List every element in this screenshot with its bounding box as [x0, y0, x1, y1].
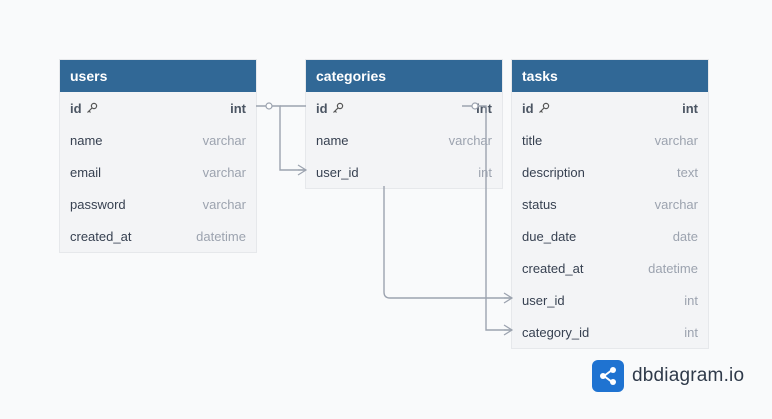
- field-row-id[interactable]: id int: [60, 92, 256, 124]
- field-name-wrap: category_id: [522, 325, 589, 340]
- field-name-wrap: name: [316, 133, 349, 148]
- field-name: email: [70, 164, 102, 180]
- relation-many-end: [503, 324, 514, 336]
- field-name: id: [522, 100, 534, 116]
- field-name: created_at: [522, 260, 584, 276]
- field-name: id: [70, 100, 82, 116]
- share-icon: [592, 360, 624, 392]
- field-row-id[interactable]: id int: [512, 92, 708, 124]
- field-type: varchar: [202, 196, 246, 212]
- field-name: name: [70, 132, 103, 148]
- field-name-wrap: status: [522, 197, 557, 212]
- field-type: varchar: [202, 164, 246, 180]
- field-name: category_id: [522, 324, 590, 340]
- relation-users-categories: [256, 105, 306, 171]
- field-name-wrap: name: [70, 133, 103, 148]
- field-name: password: [70, 196, 126, 212]
- field-type: int: [682, 100, 698, 116]
- field-type: int: [684, 324, 698, 340]
- field-type: int: [684, 292, 698, 308]
- field-name-wrap: id: [316, 101, 344, 116]
- field-row-user_id[interactable]: user_id int: [306, 156, 502, 188]
- field-name: status: [522, 196, 557, 212]
- field-type: int: [476, 100, 492, 116]
- field-type: varchar: [654, 132, 698, 148]
- relation-users-tasks: [383, 186, 512, 299]
- field-row-created_at[interactable]: created_at datetime: [60, 220, 256, 252]
- field-name: name: [316, 132, 349, 148]
- table-header[interactable]: categories: [306, 60, 502, 92]
- field-name-wrap: email: [70, 165, 101, 180]
- key-icon: [86, 102, 98, 114]
- field-name: title: [522, 132, 543, 148]
- field-type: datetime: [648, 260, 698, 276]
- field-name-wrap: due_date: [522, 229, 576, 244]
- field-name: user_id: [522, 292, 565, 308]
- field-name-wrap: title: [522, 133, 542, 148]
- field-row-title[interactable]: title varchar: [512, 124, 708, 156]
- table-categories[interactable]: categories id int name varchar user_id int: [306, 60, 502, 188]
- field-type: date: [672, 228, 698, 244]
- field-row-user_id[interactable]: user_id int: [512, 284, 708, 316]
- brand-text: dbdiagram.io: [632, 365, 745, 386]
- brand-watermark[interactable]: dbdiagram.io: [592, 360, 744, 392]
- field-row-created_at[interactable]: created_at datetime: [512, 252, 708, 284]
- field-name-wrap: user_id: [522, 293, 565, 308]
- field-type: datetime: [196, 228, 246, 244]
- table-tasks[interactable]: tasks id int title varchar description text st…: [512, 60, 708, 348]
- field-type: text: [677, 164, 698, 180]
- field-name-wrap: user_id: [316, 165, 359, 180]
- field-type: int: [478, 164, 492, 180]
- relation-many-end: [297, 164, 308, 176]
- field-name: created_at: [70, 228, 132, 244]
- field-row-due_date[interactable]: due_date date: [512, 220, 708, 252]
- table-header[interactable]: tasks: [512, 60, 708, 92]
- field-name-wrap: created_at: [522, 261, 583, 276]
- field-row-name[interactable]: name varchar: [60, 124, 256, 156]
- field-row-description[interactable]: description text: [512, 156, 708, 188]
- field-name-wrap: description: [522, 165, 585, 180]
- field-row-email[interactable]: email varchar: [60, 156, 256, 188]
- key-icon: [538, 102, 550, 114]
- field-row-password[interactable]: password varchar: [60, 188, 256, 220]
- field-name: due_date: [522, 228, 577, 244]
- relation-one-end: [265, 102, 273, 110]
- field-row-category_id[interactable]: category_id int: [512, 316, 708, 348]
- field-type: int: [230, 100, 246, 116]
- relation-one-end: [471, 102, 479, 110]
- table-header[interactable]: users: [60, 60, 256, 92]
- field-name: user_id: [316, 164, 359, 180]
- field-name: description: [522, 164, 585, 180]
- field-name: id: [316, 100, 328, 116]
- relation-many-end: [503, 292, 514, 304]
- relation-categories-tasks: [462, 105, 512, 331]
- field-row-status[interactable]: status varchar: [512, 188, 708, 220]
- field-row-name[interactable]: name varchar: [306, 124, 502, 156]
- key-icon: [332, 102, 344, 114]
- field-type: varchar: [202, 132, 246, 148]
- field-name-wrap: password: [70, 197, 126, 212]
- field-row-id[interactable]: id int: [306, 92, 502, 124]
- field-type: varchar: [448, 132, 492, 148]
- field-name-wrap: created_at: [70, 229, 131, 244]
- field-name-wrap: id: [70, 101, 98, 116]
- field-type: varchar: [654, 196, 698, 212]
- field-name-wrap: id: [522, 101, 550, 116]
